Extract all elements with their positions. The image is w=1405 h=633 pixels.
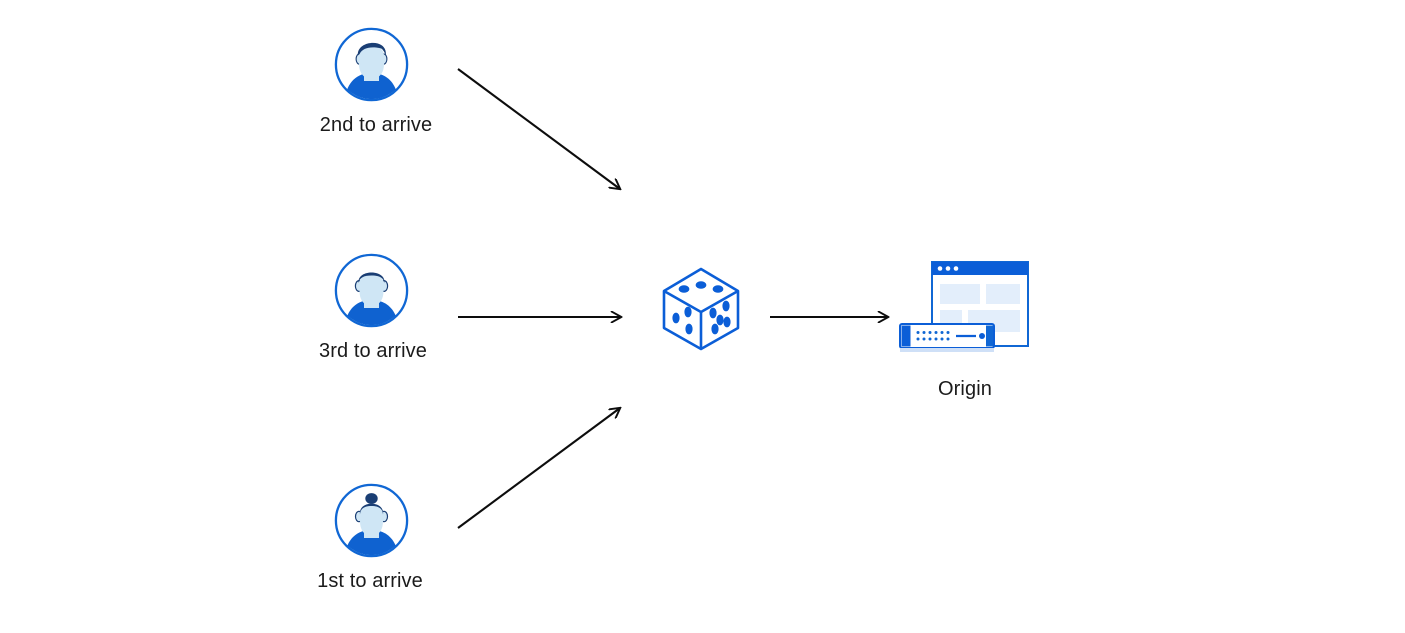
- user-avatar-icon-1st[interactable]: [334, 483, 409, 558]
- node-label-origin: Origin: [938, 378, 992, 400]
- node-label-3rd: 3rd to arrive: [318, 340, 427, 362]
- dice-icon[interactable]: [660, 266, 742, 352]
- server-device-icon: [899, 323, 995, 352]
- user-avatar-icon-3rd[interactable]: [334, 253, 409, 328]
- user-avatar-icon-2nd[interactable]: [334, 27, 409, 102]
- origin-server-icon[interactable]: [896, 258, 1032, 358]
- node-label-2nd: 2nd to arrive: [319, 114, 433, 136]
- edge-1st-to-dice: [457, 408, 620, 529]
- node-label-1st: 1st to arrive: [317, 570, 423, 592]
